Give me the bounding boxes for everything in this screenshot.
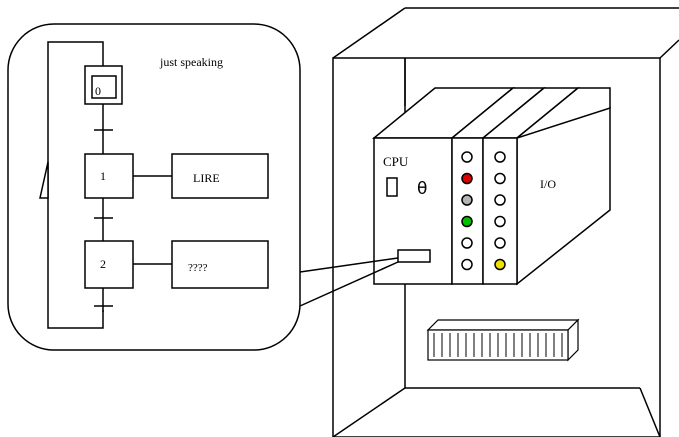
action-1-box xyxy=(171,153,269,199)
cabinet-top-right-edge xyxy=(659,39,679,59)
cabinet-floor-right xyxy=(639,387,661,437)
cabinet-front xyxy=(332,57,661,437)
callout-connector xyxy=(299,257,399,307)
terminal-block-top xyxy=(426,319,580,331)
column-1-led-2 xyxy=(461,172,473,185)
action-2-label: ???? xyxy=(188,262,208,274)
led-column-2 xyxy=(494,151,506,271)
column-1-led-5 xyxy=(461,237,473,249)
column-1-led-3 xyxy=(461,194,473,206)
led-column-1 xyxy=(461,151,473,271)
column-1-led-6 xyxy=(461,258,473,271)
column-1-led-4 xyxy=(461,215,473,228)
column-2-led-3 xyxy=(494,194,506,206)
io-label: I/O xyxy=(540,177,556,191)
theta-icon: θ xyxy=(417,179,427,199)
column-2-led-5 xyxy=(494,237,506,249)
step-1-label: 1 xyxy=(100,169,106,183)
terminal-slots xyxy=(433,333,563,357)
step-2 xyxy=(84,240,134,289)
cpu-port-icon xyxy=(397,249,431,263)
column-1-led-1 xyxy=(461,151,473,163)
connector-upper-line xyxy=(299,257,399,273)
step-0-inner xyxy=(91,75,117,99)
cpu-switch-slot xyxy=(386,177,398,197)
column-2-led-6 xyxy=(494,258,506,271)
terminal-block xyxy=(426,318,580,362)
grafcet xyxy=(39,41,269,329)
action-1-label: LIRE xyxy=(193,171,220,185)
column-2-led-1 xyxy=(494,151,506,163)
connector-lower-line xyxy=(299,261,399,307)
column-2-led-2 xyxy=(494,172,506,185)
callout-caption: just speaking xyxy=(159,55,223,69)
cpu-label: CPU xyxy=(383,154,409,169)
column-2-led-4 xyxy=(494,215,506,228)
action-2-box xyxy=(171,240,269,289)
rack-side-face xyxy=(516,106,611,286)
cabinet-top-left-edge xyxy=(332,7,406,59)
step-0-label: 0 xyxy=(95,84,101,98)
step-2-label: 2 xyxy=(100,257,106,271)
loopback-arrow xyxy=(39,161,49,199)
step-1 xyxy=(84,153,134,199)
